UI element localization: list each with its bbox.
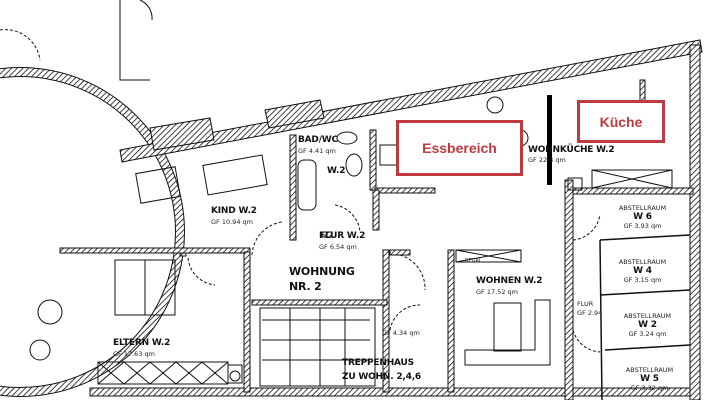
dining-area-callout: Essbereich <box>396 120 523 176</box>
storage-w2-unit: W 2 <box>638 320 657 330</box>
round-tower <box>0 0 185 397</box>
apartment-number: NR. 2 <box>289 280 322 293</box>
stairwell-label: TREPPENHAUS <box>342 358 414 368</box>
hall-label: FLUR W.2 <box>319 231 366 241</box>
storage-w6-unit: W 6 <box>633 212 652 222</box>
storage-w2-area: GF 3.24 qm <box>628 330 667 338</box>
hall-area: GF 6.54 qm <box>319 243 357 251</box>
door-swings <box>187 204 601 353</box>
storage-w5: ABSTELLRAUM W 5 GF 3.32 qm <box>612 366 687 392</box>
kitchen-area: GF 22.3 qm <box>528 156 566 164</box>
storage-w4-label: ABSTELLRAUM <box>618 258 667 266</box>
exterior-wall-bottom <box>89 387 691 397</box>
bath-unit: W.2 <box>327 166 346 176</box>
apartment-label: WOHNUNG <box>289 265 355 278</box>
stair-area: GF 4.34 qm <box>382 329 420 337</box>
exterior-wall-top <box>119 39 703 163</box>
parents-room-area: GF 17.63 qm <box>113 350 155 358</box>
storage-w6-label: ABSTELLRAUM <box>618 204 667 212</box>
storage-w5-unit: W 5 <box>640 374 659 384</box>
corridor-label: FLUR <box>577 300 594 308</box>
living-room-label: WOHNEN W.2 <box>476 276 543 286</box>
storage-partitions <box>599 234 691 400</box>
storage-w2: ABSTELLRAUM W 2 GF 3.24 qm <box>610 312 685 338</box>
storage-w4: ABSTELLRAUM W 4 GF 3.15 qm <box>605 258 680 284</box>
storage-w4-area: GF 3.15 qm <box>623 276 662 284</box>
shelf-label: REGAL <box>465 258 482 264</box>
stairwell-units: ZU WOHN. 2,4,6 <box>342 372 421 382</box>
parents-room-label: ELTERN W.2 <box>113 338 171 348</box>
bath-area: GF 4.41 qm <box>298 147 336 155</box>
bath-label: BAD/WC <box>298 135 338 145</box>
child-room-area: GF 10.94 qm <box>211 218 253 226</box>
corridor-area: GF 2.94 <box>577 309 603 317</box>
storage-w2-label: ABSTELLRAUM <box>623 312 672 320</box>
storage-w6: ABSTELLRAUM W 6 GF 3.93 qm <box>605 204 680 230</box>
kitchen-label: WOHNKÜCHE W.2 <box>528 145 615 155</box>
storage-w5-area: GF 3.32 qm <box>630 384 669 392</box>
storage-w5-label: ABSTELLRAUM <box>625 366 674 374</box>
interior-walls <box>59 79 694 400</box>
kitchen-callout: Küche <box>577 100 665 143</box>
child-room-label: KIND W.2 <box>211 206 257 216</box>
black-wall <box>547 95 552 185</box>
living-room-area: GF 17.52 qm <box>476 288 518 296</box>
exterior-wall-right <box>689 44 701 400</box>
storage-w6-area: GF 3.93 qm <box>623 222 662 230</box>
storage-w4-unit: W 4 <box>633 266 652 276</box>
